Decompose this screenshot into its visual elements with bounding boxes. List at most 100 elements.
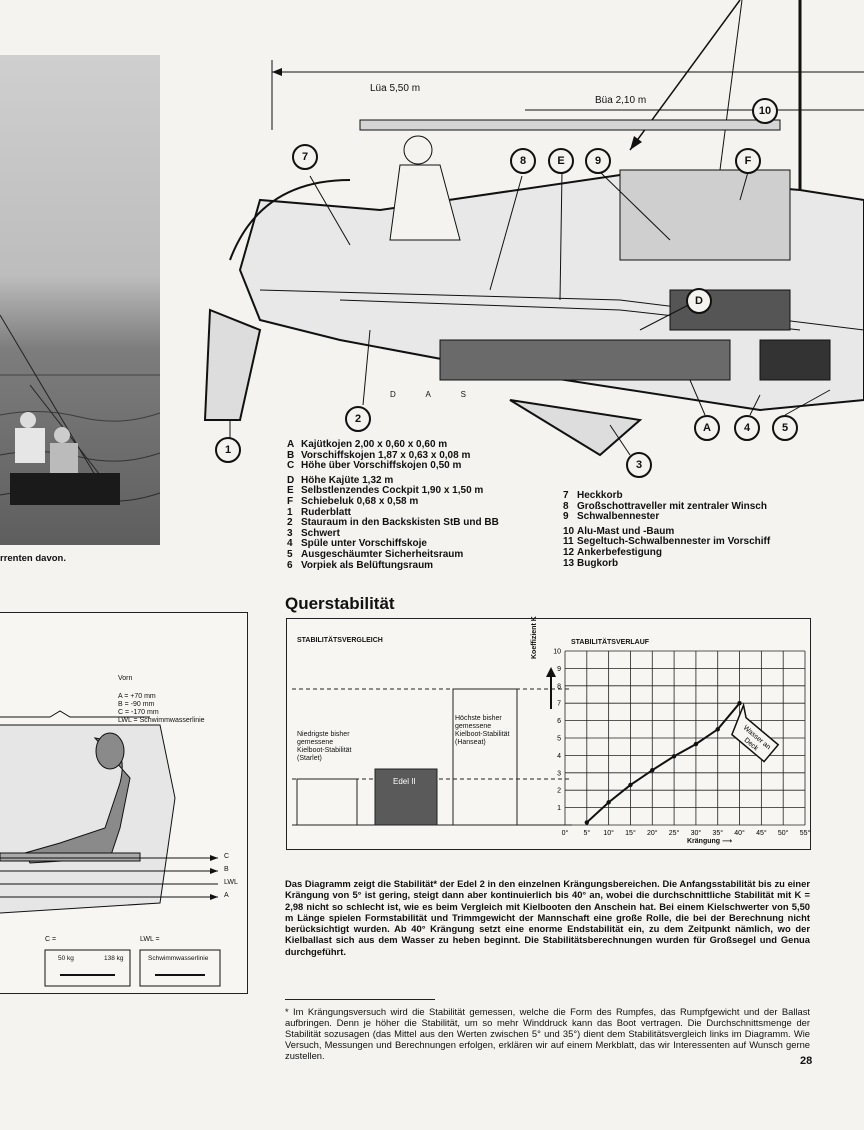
x-tick-label: 15° xyxy=(625,829,636,837)
line-label-b: B xyxy=(224,866,229,873)
y-tick-label: 5 xyxy=(557,736,561,743)
callout-3: 3 xyxy=(626,452,652,478)
data-point xyxy=(628,782,633,788)
callout-10: 10 xyxy=(752,98,778,124)
y-tick-label: 3 xyxy=(557,770,561,777)
y-tick-label: 7 xyxy=(557,701,561,708)
boat-cutaway-drawing xyxy=(203,0,864,457)
data-point xyxy=(650,767,655,773)
callout-1: 1 xyxy=(215,437,241,463)
y-tick-label: 2 xyxy=(557,788,561,795)
box-lwl-value: Schwimmwasserlinie xyxy=(148,955,209,962)
box-c-label: C = xyxy=(45,936,57,943)
callout-2: 2 xyxy=(345,406,371,432)
y-axis-label: Koeffizient K xyxy=(531,616,538,659)
box-c-value-left: 50 kg xyxy=(58,955,74,962)
y-tick-label: 1 xyxy=(557,805,561,812)
y-tick-label: 4 xyxy=(557,753,561,760)
y-axis-arrowhead xyxy=(546,667,556,677)
data-point xyxy=(584,820,590,825)
stability-series-line xyxy=(585,702,741,825)
high-stability-label: Höchste bisher gemessene Kielboot-Stabil… xyxy=(455,715,510,746)
x-tick-label: 25° xyxy=(669,829,680,837)
x-tick-label: 50° xyxy=(778,829,789,837)
trim-illustration xyxy=(0,710,221,987)
trim-notes: A = +70 mm B = -90 mm C = -170 mm LWL = … xyxy=(118,693,205,724)
sailing-photo xyxy=(0,55,160,545)
callout-a: A xyxy=(694,415,720,441)
stability-chart-frame: STABILITÄTSVERGLEICH STABILITÄTSVERLAUF … xyxy=(286,616,811,850)
x-tick-label: 40° xyxy=(734,829,745,837)
photo-caption: rrenten davon. xyxy=(0,553,66,564)
x-tick-label: 30° xyxy=(691,829,702,837)
callout-5: 5 xyxy=(772,415,798,441)
annotation-box xyxy=(731,702,780,763)
callout-7: 7 xyxy=(292,144,318,170)
x-tick-label: 55° xyxy=(800,829,810,837)
chart-title: STABILITÄTSVERLAUF xyxy=(571,639,650,646)
photo-illustration xyxy=(0,314,160,505)
comparison-title: STABILITÄTSVERGLEICH xyxy=(297,637,383,644)
data-point xyxy=(715,727,720,732)
trim-diagram: Vorn A = +70 mm B = -90 mm C = -170 mm L… xyxy=(0,612,248,994)
data-point xyxy=(693,741,699,747)
stern-mark: D A S xyxy=(390,390,481,399)
data-point xyxy=(671,754,677,759)
dimension-loa: Lüa 5,50 m xyxy=(370,83,421,94)
edel-label: Edel II xyxy=(393,777,416,786)
callout-e: E xyxy=(548,148,574,174)
callout-8: 8 xyxy=(510,148,536,174)
section-title: Querstabilität xyxy=(285,594,395,613)
x-tick-label: 10° xyxy=(603,829,614,837)
line-label-c: C xyxy=(224,853,230,860)
x-tick-label: 0° xyxy=(562,829,569,837)
y-tick-label: 10 xyxy=(553,649,561,656)
stability-line-chart: 0° 5° 10° 15° 20° 25° 30° 35° 40° 45° 50° 55° 1 2 3 4 5 6… xyxy=(546,649,810,837)
data-point xyxy=(737,701,742,706)
line-label-a: A xyxy=(224,892,229,899)
low-stability-label: Niedrigste bisher gemessene Kielboot-Sta… xyxy=(297,731,352,762)
callout-d: D xyxy=(686,288,712,314)
y-tick-label: 9 xyxy=(557,666,561,673)
callout-4: 4 xyxy=(734,415,760,441)
footnote-rule xyxy=(285,999,435,1000)
line-label-lwl: LWL xyxy=(224,879,238,886)
page-number: 28 xyxy=(800,1055,813,1067)
x-axis-label: Krängung ⟶ xyxy=(687,838,733,845)
x-tick-label: 20° xyxy=(647,829,658,837)
x-tick-label: 5° xyxy=(583,829,590,837)
data-point xyxy=(606,800,611,805)
trim-heading: Vorn xyxy=(118,675,133,682)
comparison-graphic xyxy=(292,688,572,826)
box-c-value-right: 138 kg xyxy=(104,955,124,962)
callout-9: 9 xyxy=(585,148,611,174)
x-tick-label: 45° xyxy=(756,829,767,837)
y-tick-label: 8 xyxy=(557,683,561,690)
x-tick-label: 35° xyxy=(712,829,723,837)
dimension-beam: Büa 2,10 m xyxy=(595,95,647,106)
body-text: Das Diagramm zeigt die Stabilität* der E… xyxy=(285,878,810,957)
box-lwl-label: LWL = xyxy=(140,936,160,943)
callout-f: F xyxy=(735,148,761,174)
y-tick-label: 6 xyxy=(557,718,561,725)
